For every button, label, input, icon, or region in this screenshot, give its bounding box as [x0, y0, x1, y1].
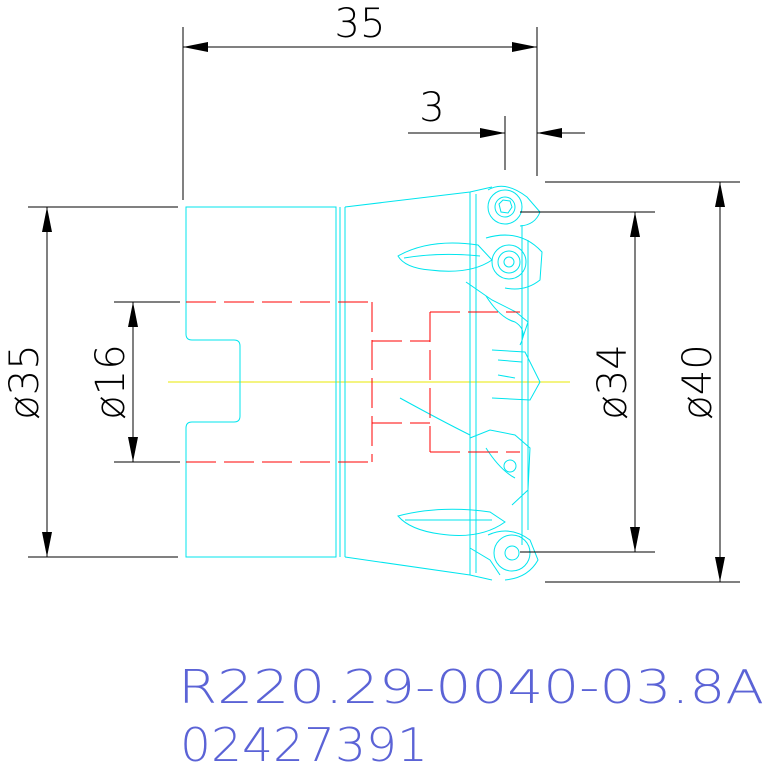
dim-bore-diameter: ø16: [88, 344, 134, 419]
dim-overall-length: 35: [335, 1, 386, 47]
order-code: 02427391: [180, 718, 428, 767]
dim-cutting-diameter: ø34: [590, 344, 636, 419]
dimension-lines: [28, 27, 740, 583]
dim-flange: 3: [419, 85, 444, 131]
dim-shank-diameter: ø35: [2, 344, 48, 419]
cutter-body: [185, 185, 543, 581]
dim-max-diameter: ø40: [675, 344, 721, 419]
part-number: R220.29-0040-03.8A: [178, 660, 764, 714]
hidden-lines: [186, 301, 520, 463]
